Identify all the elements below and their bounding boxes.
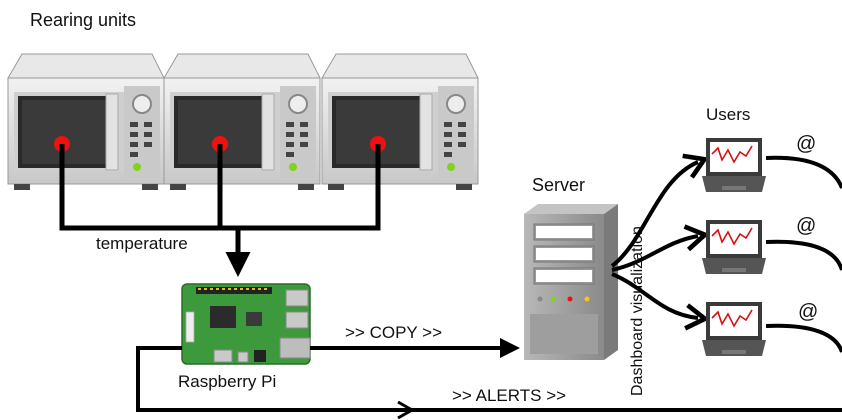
temperature-label: temperature	[96, 234, 188, 253]
rearing-units-title: Rearing units	[30, 10, 136, 30]
microwave-oven-icon	[163, 53, 321, 190]
dashboard-links	[610, 153, 710, 331]
alerts-label: >> ALERTS >>	[452, 386, 566, 405]
server-tower-icon	[524, 204, 618, 360]
alerts-link	[136, 346, 842, 420]
raspberry-pi-board-icon	[181, 283, 311, 365]
laptop-icon	[702, 302, 766, 356]
user-laptop-2	[702, 220, 766, 274]
copy-label: >> COPY >>	[345, 323, 442, 342]
microwave-oven-icon	[321, 53, 479, 190]
rearing-unit-3	[321, 53, 479, 190]
laptop-icon	[702, 220, 766, 274]
rearing-unit-2	[163, 53, 321, 190]
users-label: Users	[706, 105, 750, 124]
rearing-unit-1	[7, 53, 165, 190]
raspberry-pi-label: Raspberry Pi	[178, 372, 276, 391]
user-laptop-1	[702, 138, 766, 192]
email-symbol-2: @	[796, 215, 816, 237]
sensor-wiring	[59, 144, 381, 277]
laptop-icon	[702, 138, 766, 192]
microwave-oven-icon	[7, 53, 165, 190]
email-symbol-3: @	[798, 301, 818, 323]
dashboard-visualization-label: Dashboard visualization	[629, 226, 646, 396]
email-symbol-1: @	[796, 133, 816, 155]
server-label: Server	[532, 175, 585, 195]
email-links	[765, 155, 842, 353]
user-laptop-3	[702, 302, 766, 356]
